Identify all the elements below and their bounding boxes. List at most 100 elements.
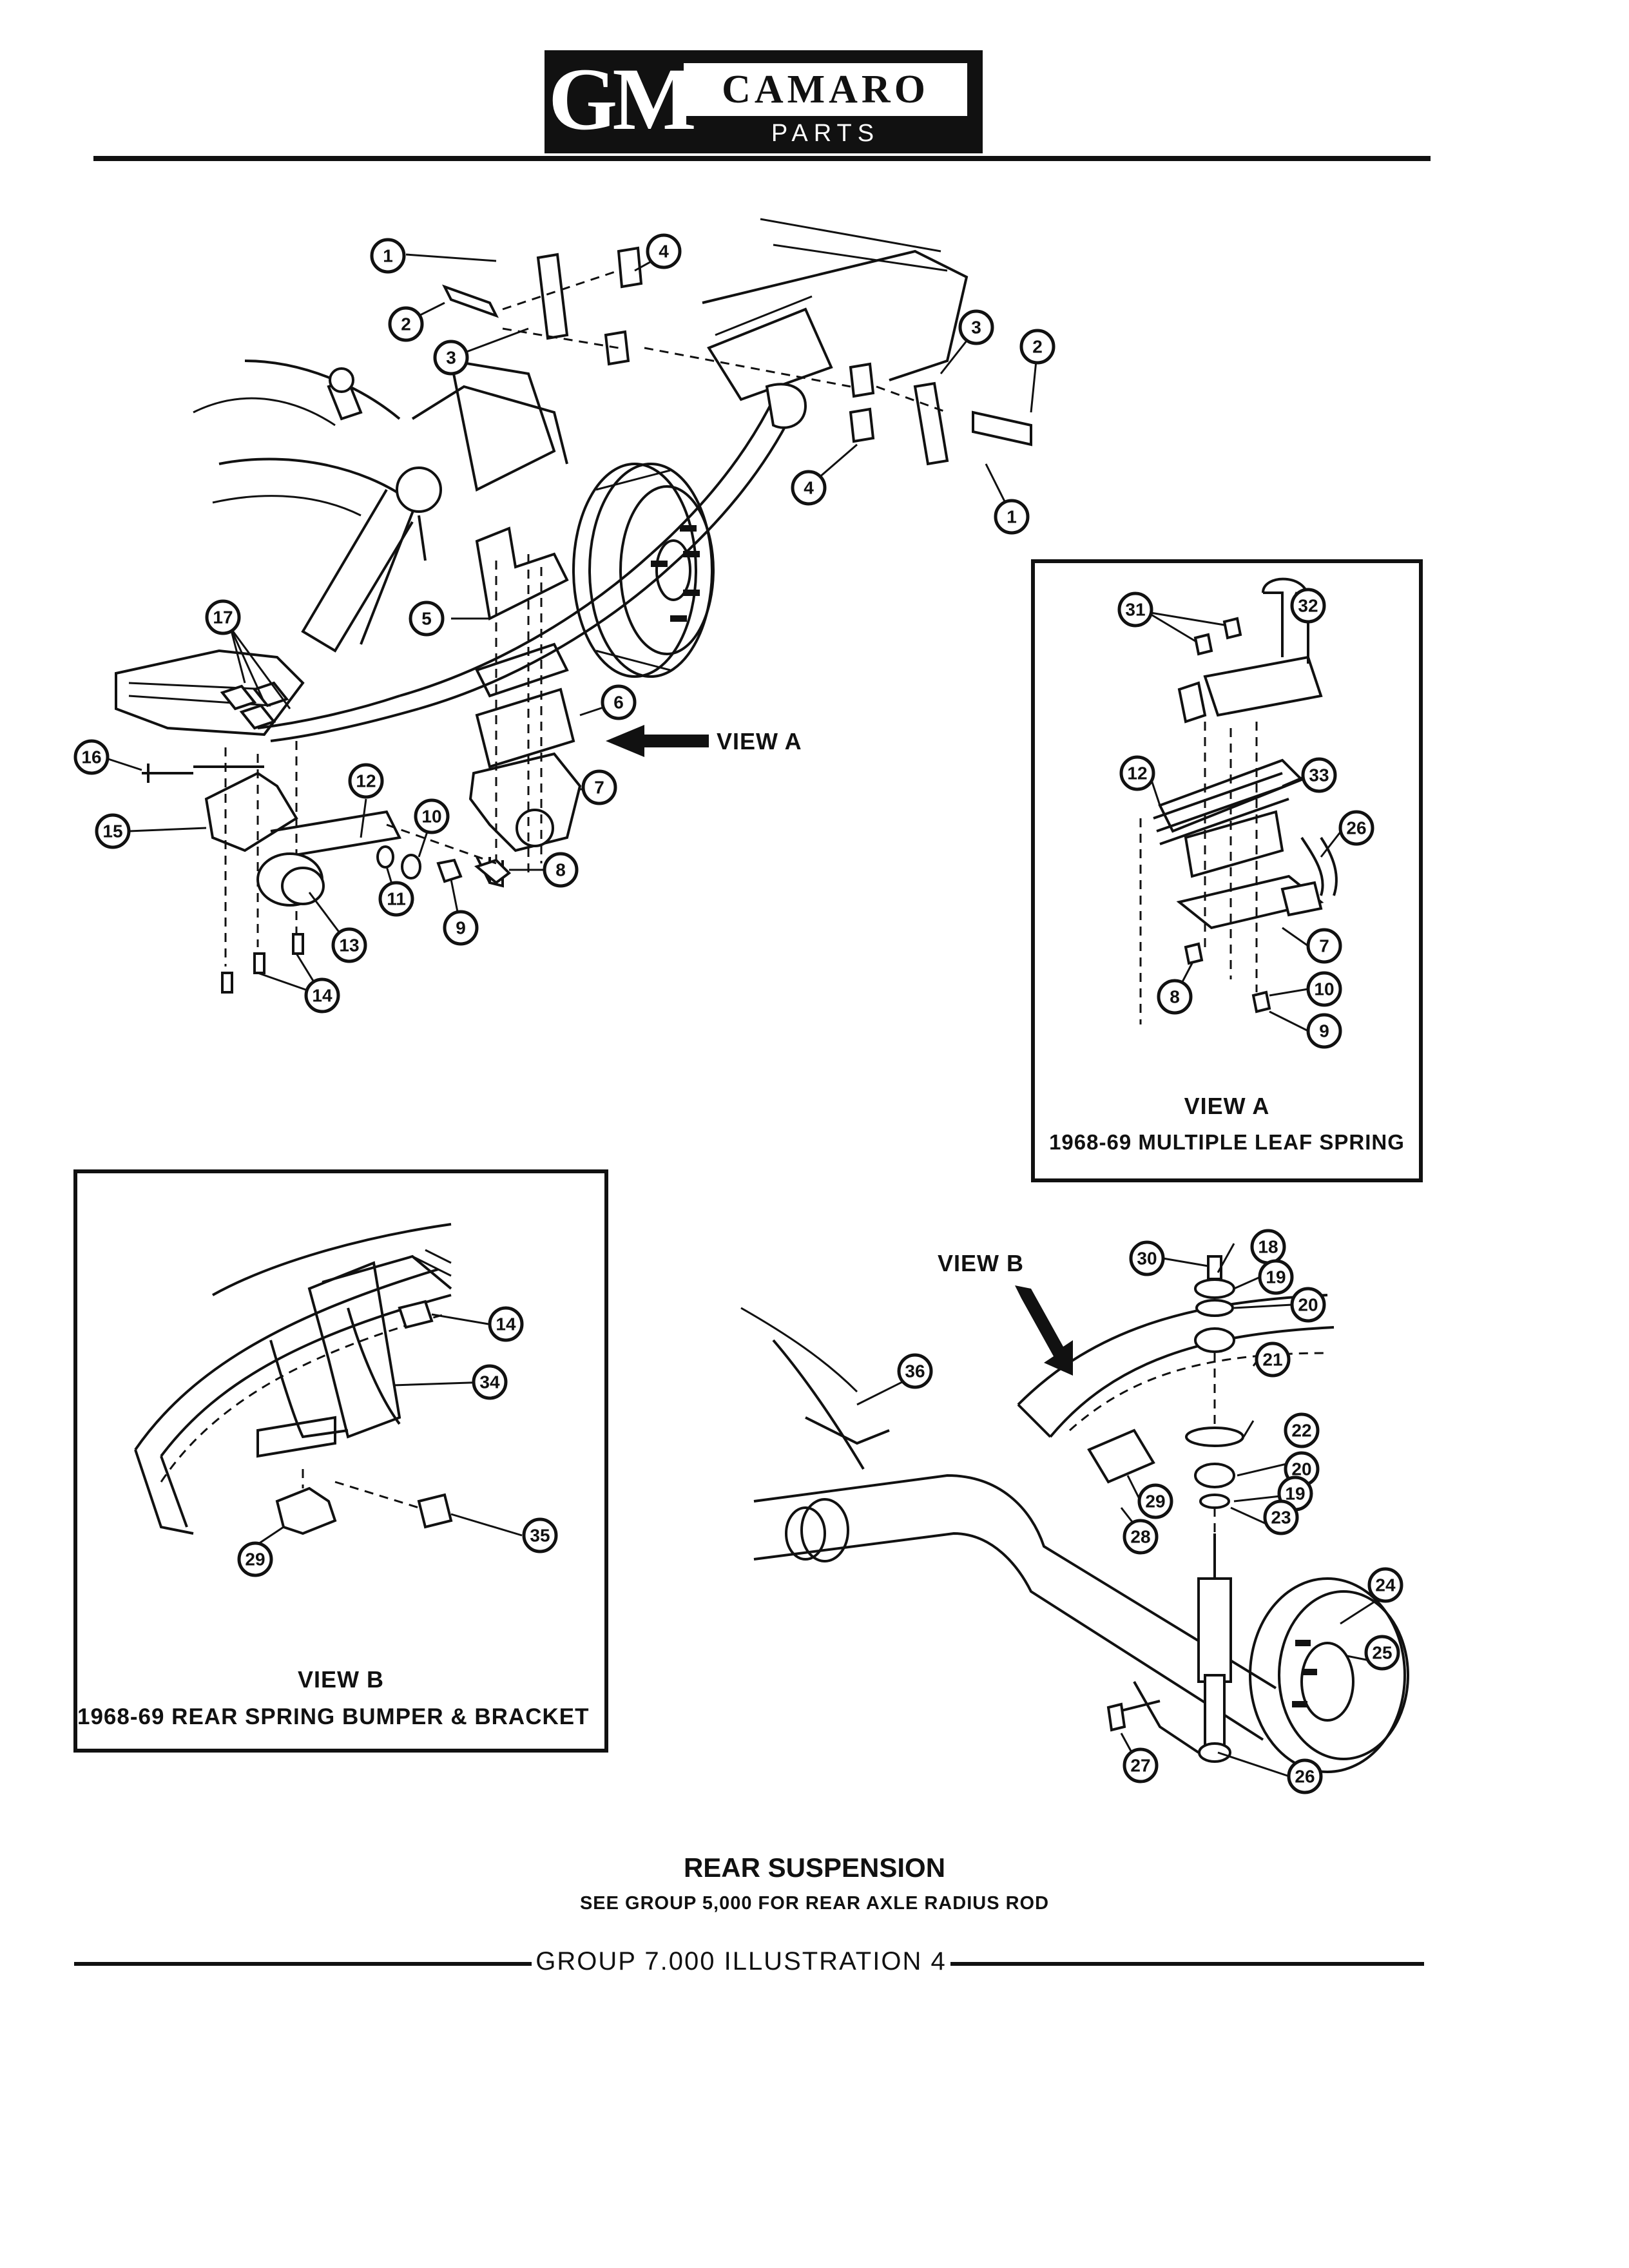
svg-text:18: 18 — [1258, 1237, 1278, 1257]
callout-25: 25 — [1364, 1635, 1400, 1671]
view-a-drawing — [1139, 577, 1338, 1024]
svg-text:8: 8 — [555, 860, 566, 880]
svg-text:9: 9 — [1319, 1021, 1329, 1041]
svg-text:31: 31 — [1125, 600, 1145, 620]
view-b-inset: VIEW B 1968-69 REAR SPRING BUMPER & BRAC… — [73, 1169, 608, 1753]
callout-6: 6 — [601, 684, 637, 720]
svg-text:2: 2 — [401, 314, 411, 334]
bushing-and-hardware-drawing — [221, 246, 1032, 994]
u-bolt-and-plates-drawing — [468, 526, 582, 888]
callout-32: 32 — [1290, 588, 1326, 624]
callout-28: 28 — [1123, 1519, 1159, 1555]
view-b-subtitle: 1968-69 REAR SPRING BUMPER & BRACKET — [77, 1704, 590, 1729]
callout-3b: 3 — [958, 309, 994, 345]
callout-35: 35 — [522, 1517, 558, 1553]
view-a-pointer-label: VIEW A — [717, 728, 802, 754]
callout-10: 10 — [414, 798, 450, 834]
svg-text:15: 15 — [102, 822, 122, 841]
svg-text:19: 19 — [1266, 1267, 1286, 1287]
svg-text:7: 7 — [1319, 936, 1329, 956]
callout-2: 2 — [388, 306, 424, 342]
svg-text:16: 16 — [81, 747, 101, 767]
callout-4: 4 — [646, 233, 682, 269]
illustration-title: REAR SUSPENSION — [683, 1852, 946, 1883]
callout-8: 8 — [543, 852, 579, 888]
callout-16: 16 — [73, 739, 110, 775]
svg-text:26: 26 — [1346, 818, 1366, 838]
callout-1: 1 — [370, 238, 406, 274]
view-a-pointer-arrow — [606, 725, 709, 757]
svg-text:29: 29 — [245, 1550, 265, 1570]
callout-13: 13 — [331, 927, 367, 963]
callout-9: 9 — [443, 910, 479, 946]
callout-20: 20 — [1290, 1287, 1326, 1323]
callout-7-view-a: 7 — [1306, 928, 1342, 964]
callout-33: 33 — [1301, 757, 1337, 793]
logo-subtitle: PARTS CATALOGUE — [726, 120, 925, 177]
svg-text:23: 23 — [1271, 1508, 1291, 1528]
view-b-pointer-label: VIEW B — [938, 1250, 1025, 1276]
callout-26-view-a: 26 — [1338, 810, 1374, 846]
brake-drum-drawing — [572, 463, 715, 678]
svg-text:5: 5 — [421, 609, 432, 629]
footer-group-label: GROUP 7.000 ILLUSTRATION 4 — [532, 1947, 950, 1976]
svg-text:33: 33 — [1309, 765, 1329, 785]
svg-text:6: 6 — [613, 693, 624, 713]
callout-29-view-b: 29 — [237, 1541, 273, 1577]
callout-8-view-a: 8 — [1157, 979, 1193, 1015]
shock-callouts: 30 18 19 20 21 36 22 20 19 23 29 28 24 2… — [897, 1229, 1403, 1794]
callout-29: 29 — [1137, 1483, 1173, 1519]
callout-26: 26 — [1287, 1758, 1323, 1794]
svg-text:36: 36 — [905, 1361, 925, 1381]
svg-text:9: 9 — [456, 918, 466, 938]
view-b-drawing — [134, 1223, 453, 1535]
svg-text:27: 27 — [1130, 1756, 1150, 1776]
callout-4b: 4 — [791, 470, 827, 506]
svg-text:21: 21 — [1262, 1350, 1282, 1370]
callout-23: 23 — [1263, 1499, 1299, 1535]
callout-19: 19 — [1258, 1259, 1294, 1295]
callout-12: 12 — [348, 763, 384, 799]
callout-34: 34 — [472, 1364, 508, 1400]
svg-text:8: 8 — [1170, 987, 1180, 1007]
main-leader-lines — [108, 253, 1039, 997]
main-callouts: 1 2 3 4 3 2 4 1 17 5 6 7 16 15 12 10 11 … — [73, 233, 1055, 1014]
svg-text:29: 29 — [1145, 1492, 1165, 1512]
frame-rail-drawing — [193, 218, 969, 653]
callout-2b: 2 — [1019, 329, 1055, 365]
callout-5: 5 — [409, 601, 445, 637]
svg-text:30: 30 — [1137, 1249, 1157, 1269]
callout-11: 11 — [378, 881, 414, 917]
svg-text:13: 13 — [339, 936, 359, 956]
svg-text:14: 14 — [312, 986, 333, 1006]
callout-18: 18 — [1250, 1229, 1286, 1265]
svg-text:24: 24 — [1375, 1575, 1396, 1595]
svg-text:12: 12 — [1127, 764, 1147, 783]
svg-text:1: 1 — [1007, 507, 1017, 527]
svg-text:4: 4 — [804, 478, 814, 498]
gm-camaro-logo: GM CAMARO PARTS CATALOGUE — [545, 50, 983, 177]
svg-text:11: 11 — [387, 889, 406, 909]
illustration-subtitle: SEE GROUP 5,000 FOR REAR AXLE RADIUS ROD — [579, 1893, 1050, 1914]
svg-text:3: 3 — [971, 318, 981, 338]
header-rule — [93, 156, 1431, 161]
callout-30: 30 — [1129, 1240, 1165, 1276]
callout-24: 24 — [1367, 1567, 1403, 1603]
callout-17: 17 — [205, 599, 241, 635]
svg-text:34: 34 — [479, 1372, 500, 1392]
view-b-pointer-arrow — [1015, 1285, 1073, 1376]
svg-text:32: 32 — [1298, 596, 1318, 616]
svg-text:20: 20 — [1291, 1459, 1311, 1479]
svg-text:7: 7 — [594, 778, 604, 798]
svg-text:28: 28 — [1130, 1527, 1150, 1547]
callout-10-view-a: 10 — [1306, 971, 1342, 1007]
svg-text:22: 22 — [1291, 1421, 1311, 1441]
svg-text:10: 10 — [1314, 979, 1334, 999]
svg-text:3: 3 — [446, 348, 456, 368]
callout-1b: 1 — [994, 499, 1030, 535]
logo-title: CAMARO — [684, 63, 967, 116]
svg-text:1: 1 — [383, 246, 393, 266]
svg-text:12: 12 — [356, 771, 376, 791]
view-b-callouts: 14 34 35 29 — [237, 1306, 558, 1577]
